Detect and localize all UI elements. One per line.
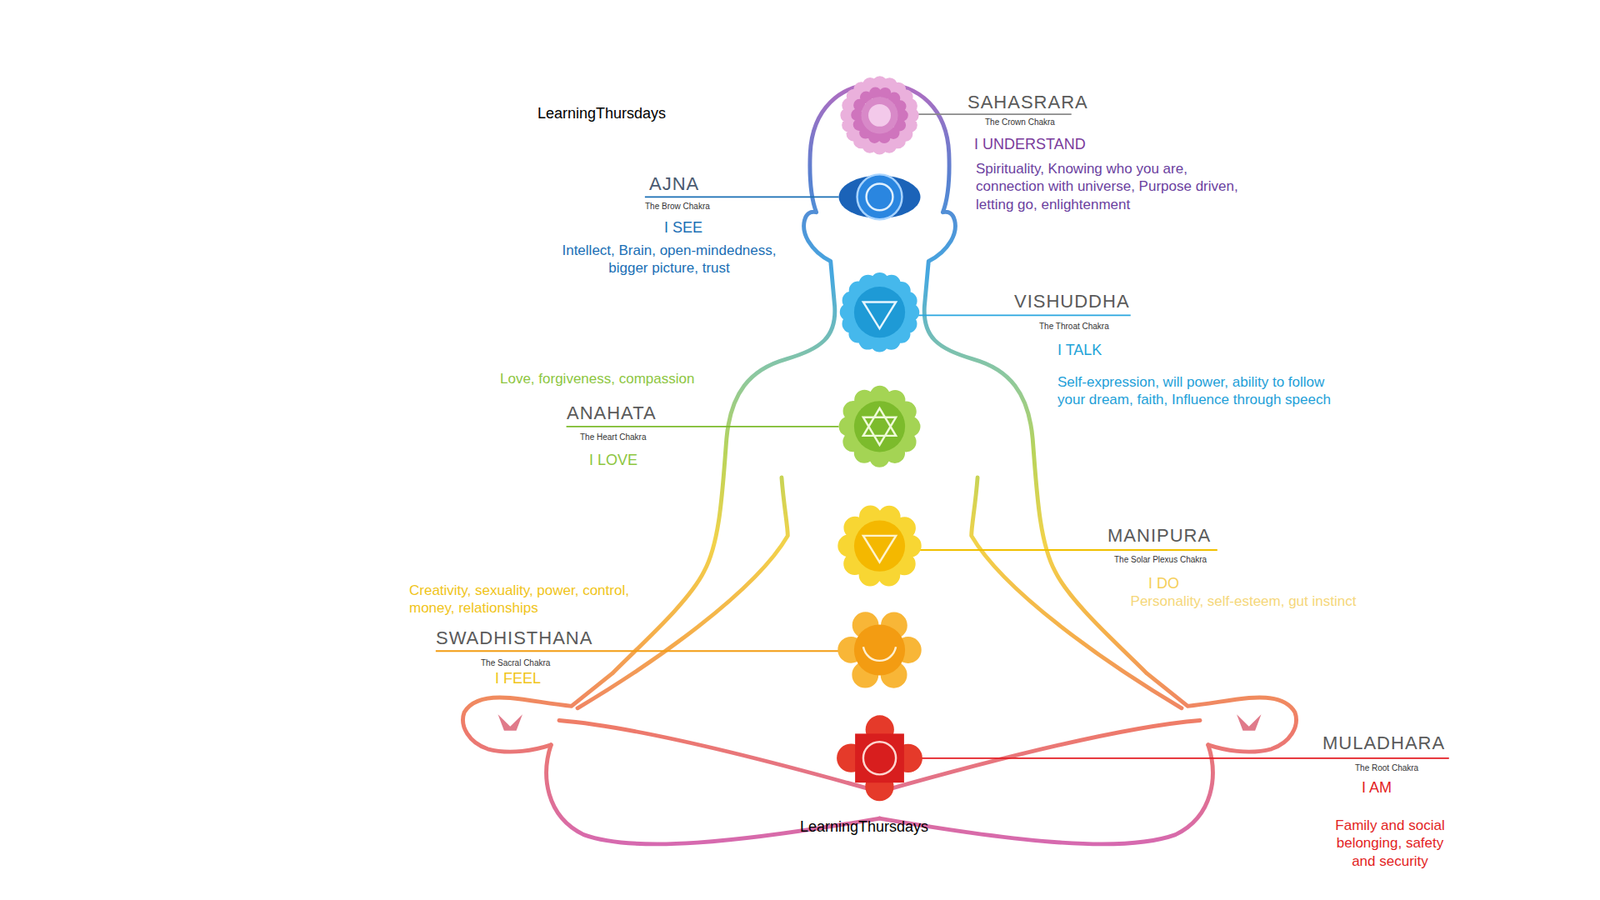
chakra-subtitle: The Sacral Chakra [480, 658, 550, 670]
chakra-core [866, 183, 894, 210]
crown-chakra-symbol [848, 83, 912, 147]
chakra-subtitle: The Crown Chakra [985, 117, 1055, 129]
chakra-name: AJNA [649, 172, 700, 196]
chakra-description: Self-expression, will power, ability to … [1057, 373, 1341, 410]
chakra-affirmation: I TALK [1057, 340, 1102, 360]
lotus-petals [849, 395, 910, 457]
chakra-core [854, 286, 905, 338]
leader-lines [435, 114, 1450, 759]
chakra-core [854, 400, 905, 452]
chakra-core [854, 624, 905, 675]
chakra-hexagram [863, 408, 896, 445]
watermark: LearningThursdays [537, 104, 666, 124]
leader-line [645, 195, 840, 198]
chakra-affirmation: I AM [1361, 778, 1392, 798]
chakra-description: Family and social belonging, safety and … [1327, 816, 1453, 870]
chakra-subtitle: The Root Chakra [1355, 763, 1419, 775]
chakra-description: Creativity, sexuality, power, control, m… [409, 581, 643, 618]
leader-line [918, 757, 1450, 760]
brow-chakra-symbol [839, 174, 921, 220]
chakra-name: VISHUDDHA [1014, 290, 1130, 314]
sacral-chakra-symbol [850, 621, 909, 680]
chakra-affirmation: I LOVE [589, 450, 638, 470]
chakra-subtitle: The Heart Chakra [580, 432, 646, 444]
chakra-core [860, 96, 898, 134]
chakra-name: SAHASRARA [967, 90, 1089, 115]
chakra-subtitle: The Brow Chakra [645, 201, 710, 213]
chakra-triangle [863, 301, 896, 329]
body-outline [463, 83, 880, 845]
chakra-crescent [863, 646, 896, 661]
chakra-subtitle: The Solar Plexus Chakra [1114, 555, 1207, 566]
chakra-description: Love, forgiveness, compassion [500, 370, 695, 388]
solar-plexus-chakra-symbol [849, 515, 910, 576]
leader-line [566, 425, 840, 428]
chakra-subtitle: The Throat Chakra [1039, 321, 1110, 333]
chakra-affirmation: I SEE [664, 218, 703, 238]
chakra-description: Spirituality, Knowing who you are, conne… [975, 160, 1243, 214]
body-outline-mirror [880, 83, 1297, 845]
leader-line [918, 549, 1218, 551]
mudra-mark [1236, 714, 1261, 731]
chakra-name: ANAHATA [566, 401, 657, 425]
lotus-petals [848, 83, 912, 147]
root-chakra-symbol [850, 730, 909, 788]
lotus-petals [857, 92, 903, 138]
chakra-triangle [863, 535, 896, 563]
chakra-name: MANIPURA [1107, 524, 1211, 548]
chakra-square [855, 733, 905, 783]
chakra-core [854, 520, 905, 571]
chakra-affirmation: I UNDERSTAND [974, 135, 1086, 155]
lotus-petals [849, 281, 910, 343]
chakra-affirmation: I DO [1148, 574, 1180, 594]
lap-outline [559, 720, 880, 792]
chakra-core [863, 741, 896, 775]
mudra-mark [498, 714, 523, 731]
heart-chakra-symbol [849, 395, 910, 457]
chakra-description: Intellect, Brain, open-mindedness, bigge… [556, 241, 782, 278]
lotus-petals [850, 730, 909, 788]
chakra-core [868, 104, 891, 127]
chakra-core [857, 174, 903, 220]
leader-line [918, 113, 1072, 115]
lotus-petals [849, 515, 910, 576]
leader-line [918, 314, 1131, 316]
chakra-description: Personality, self-esteem, gut instinct [1122, 592, 1365, 610]
watermark: LearningThursdays [800, 817, 929, 837]
throat-chakra-symbol [849, 281, 910, 343]
chakra-name: SWADHISTHANA [435, 626, 593, 650]
lotus-petals [850, 621, 909, 680]
leader-line [435, 650, 840, 652]
chakra-affirmation: I FEEL [495, 669, 541, 689]
chakra-name: MULADHARA [1322, 731, 1445, 755]
